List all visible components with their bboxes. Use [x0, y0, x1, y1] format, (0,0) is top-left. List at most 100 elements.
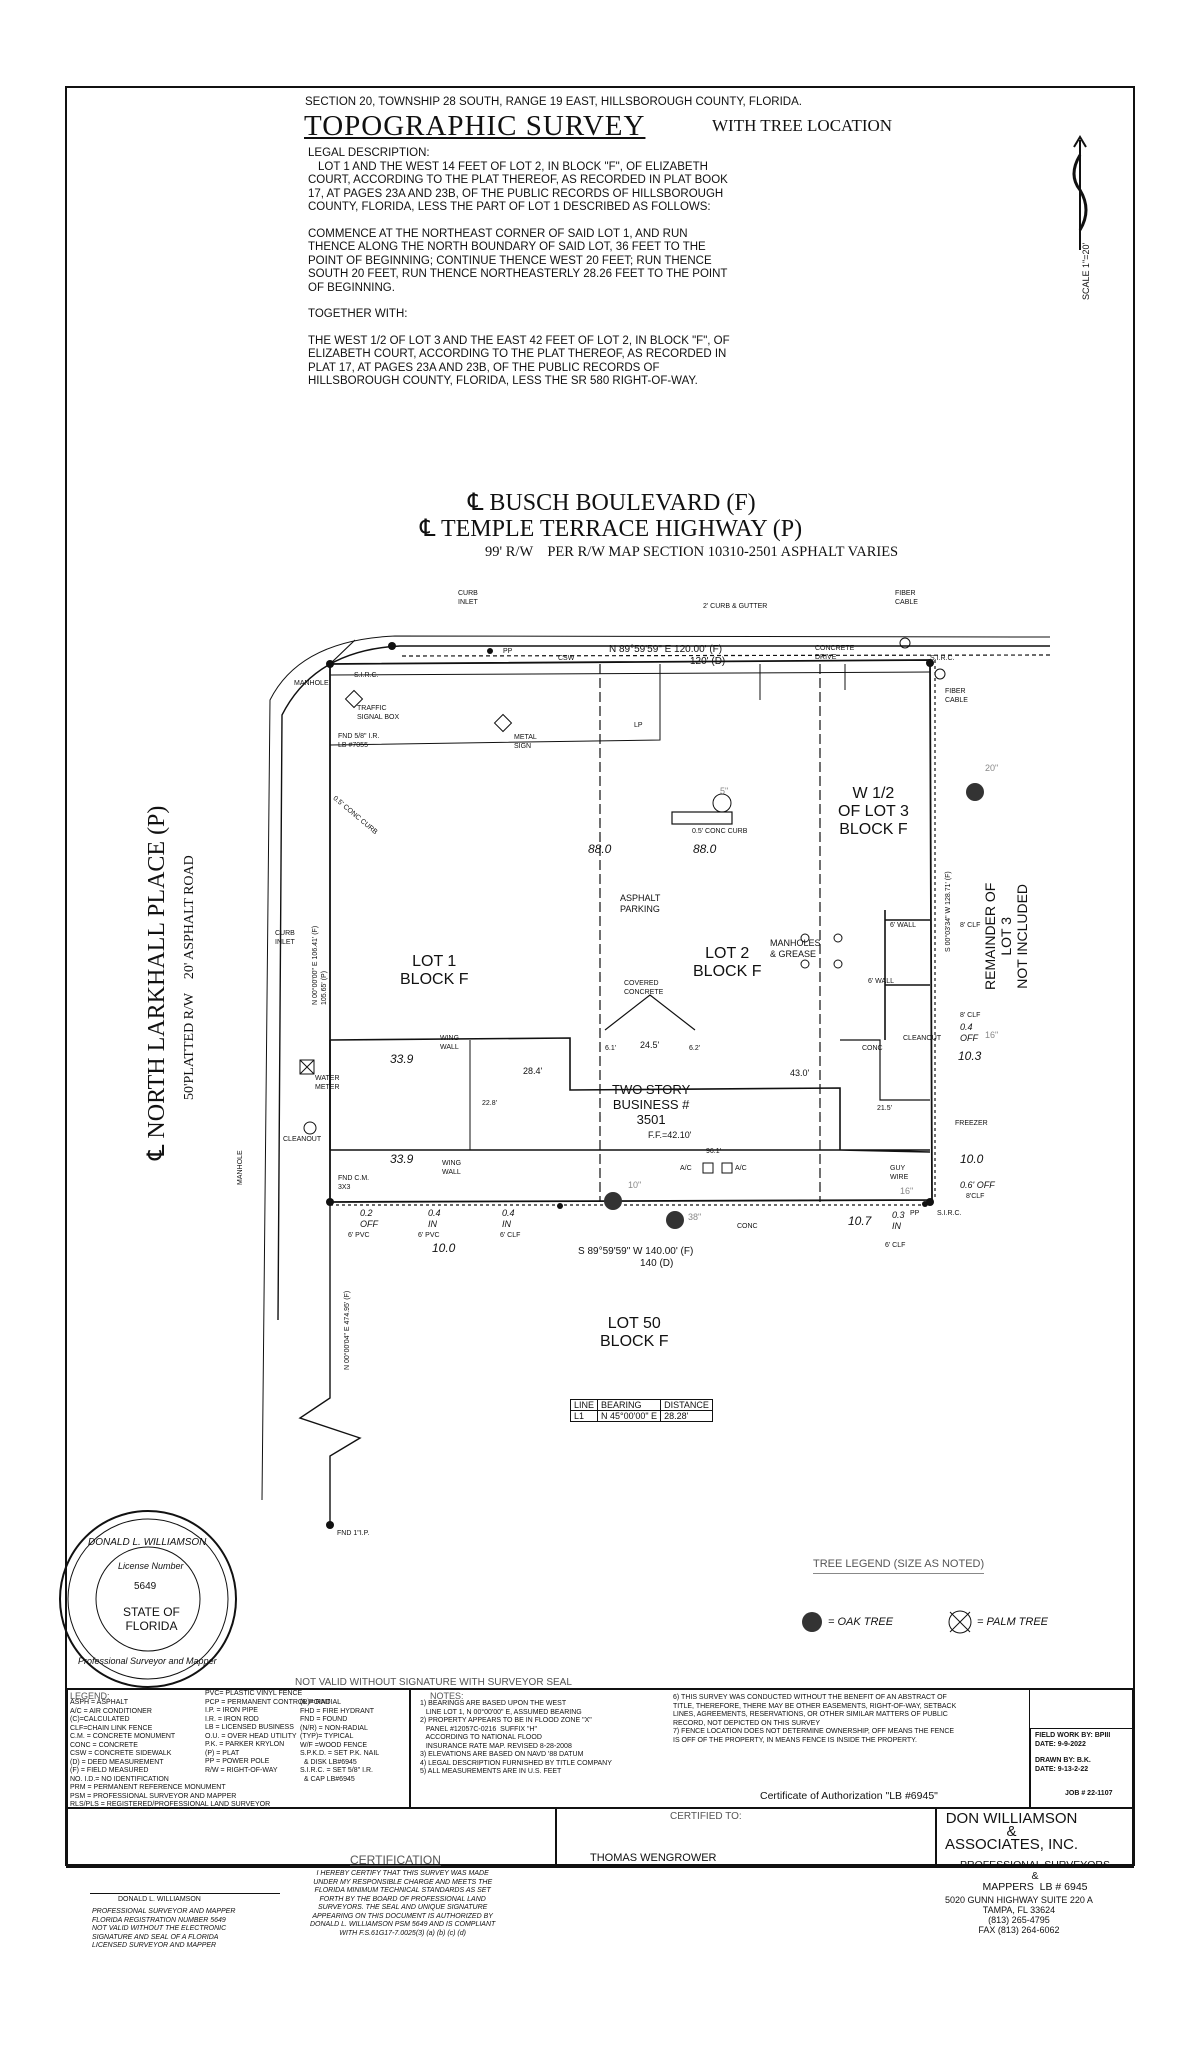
wall-6-a: 6' WALL: [890, 922, 916, 929]
south-bearing: S 89°59'59" W 140.00' (F): [578, 1246, 694, 1257]
surveyor-seal: [59, 1510, 237, 1688]
legend-box: [66, 1688, 410, 1808]
seal-state: STATE OF FLORIDA: [123, 1605, 180, 1633]
sirc-top: S.I.R.C.: [930, 655, 955, 662]
notes-box: [410, 1688, 1030, 1808]
west-bearing-a: N 00°00'00" E 106.41' (F) 105.65' (P): [312, 925, 328, 1005]
clf-8-a: 8' CLF: [960, 922, 981, 929]
certified-to-box: [556, 1808, 936, 1868]
off-04: 0.4 OFF: [960, 1022, 978, 1043]
road-edge: [261, 635, 1051, 1501]
dim-33-9-a: 33.9: [390, 1052, 414, 1066]
line-table-cell-line: L1: [569, 1410, 599, 1422]
dim-88-left: 88.0: [588, 842, 612, 856]
seal-role: Professional Surveyor and Mapper: [78, 1656, 217, 1666]
conc-curb-mid: 0.5' CONC CURB: [692, 828, 748, 835]
wing-wall-a: WING WALL: [440, 1035, 460, 1051]
curb-line: [277, 645, 1050, 1321]
manhole-left: MANHOLE: [237, 1150, 244, 1185]
dim-10-0: 10.0: [960, 1152, 984, 1166]
surveyor-note: PROFESSIONAL SURVEYOR AND MAPPER FLORIDA…: [92, 1908, 236, 1949]
building-outline: [329, 1037, 931, 1153]
company-professional: PROFESSIONAL SURVEYORS & MAPPERS LB # 69…: [960, 1859, 1110, 1893]
dim-96-1: 96.1': [706, 1148, 721, 1155]
dim-10-0-b: 10.0: [432, 1241, 456, 1255]
in-0-4-a: 0.4 IN: [428, 1208, 441, 1229]
csw-label: CSW: [558, 655, 575, 662]
tree-size-20: 20": [985, 763, 999, 773]
seal-number: 5649: [134, 1581, 157, 1592]
seal-license: License Number: [118, 1561, 184, 1571]
lot2-label: LOT 2 BLOCK F: [693, 945, 762, 980]
company-address: 5020 GUNN HIGHWAY SUITE 220 A TAMPA, FL …: [945, 1895, 1093, 1935]
legal-description: LEGAL DESCRIPTION: LOT 1 AND THE WEST 14…: [308, 147, 733, 389]
cleanout-left: CLEANOUT: [283, 1136, 322, 1143]
legal-paragraph-1: LOT 1 AND THE WEST 14 FEET OF LOT 2, IN …: [308, 160, 728, 214]
lp-label: LP: [634, 722, 643, 729]
lot3-label: W 1/2 OF LOT 3 BLOCK F: [838, 785, 909, 838]
tree-size-16a: 16": [985, 1030, 999, 1040]
company-name: DON WILLIAMSON & ASSOCIATES, INC.: [945, 1810, 1079, 1853]
surveyor-name: DONALD L. WILLIAMSON: [118, 1896, 201, 1903]
line-table-cell-bearing: N 45°00'00" E: [597, 1410, 662, 1422]
dim-88-right: 88.0: [693, 842, 717, 856]
covered-concrete: COVERED CONCRETE: [624, 980, 664, 996]
conc-right: CONC: [862, 1045, 883, 1052]
line-table-header-distance: DISTANCE: [660, 1399, 713, 1411]
off-0-6: 0.6' OFF: [960, 1180, 995, 1190]
pp-southeast: PP: [910, 1210, 920, 1217]
north-bearing: N 89°59'59" E 120.00' (F): [609, 644, 723, 655]
seal-name: DONALD L. WILLIAMSON: [88, 1537, 207, 1548]
manholes-grease: MANHOLES & GREASE: [770, 938, 821, 959]
in-0-4-b: 0.4 IN: [502, 1208, 515, 1229]
notes-text-2: 6) THIS SURVEY WAS CONDUCTED WITHOUT THE…: [673, 1694, 957, 1744]
section-line: SECTION 20, TOWNSHIP 28 SOUTH, RANGE 19 …: [305, 96, 802, 108]
notes-text-1: 1) BEARINGS ARE BASED UPON THE WEST LINE…: [420, 1700, 612, 1775]
dim-10-7: 10.7: [848, 1214, 872, 1228]
found-iron-rod: FND 5/8" I.R. LB #7055: [338, 733, 380, 749]
curb-inlet-left: CURB INLET: [275, 930, 295, 946]
pvc-6-a: 6' PVC: [348, 1232, 370, 1239]
road-busch: ℄ BUSCH BOULEVARD (F): [468, 490, 756, 516]
field-work: FIELD WORK BY: BPIII DATE: 9-9-2022: [1035, 1732, 1111, 1748]
oak-tree-icon: [802, 1612, 822, 1632]
legend-col2: PVC= PLASTIC VINYL FENCE PCP = PERMANENT…: [205, 1690, 331, 1774]
remainder-lot3: REMAINDER OF LOT 3 NOT INCLUDED: [982, 882, 1030, 990]
wall-6-b: 6' WALL: [868, 978, 894, 985]
legal-paragraph-2: COMMENCE AT THE NORTHEAST CORNER OF SAID…: [308, 227, 728, 294]
manhole-label: MANHOLE: [294, 680, 329, 687]
wing-wall-b: WING WALL: [442, 1160, 462, 1176]
tree-legend-palm: = PALM TREE: [977, 1616, 1049, 1628]
dim-10-3: 10.3: [958, 1049, 982, 1063]
guy-wire: GUY WIRE: [890, 1165, 909, 1181]
oak-tree-icon: [966, 783, 984, 801]
traffic-signal-box: TRAFFIC SIGNAL BOX: [357, 705, 400, 721]
tree-legend-title: TREE LEGEND (SIZE AS NOTED): [813, 1558, 985, 1574]
clf-6-b: 6' CLF: [885, 1242, 906, 1249]
legend-col1: ASPH = ASPHALT A/C = AIR CONDITIONER (C)…: [70, 1699, 271, 1808]
fiber-cable-right: FIBER CABLE: [945, 688, 968, 704]
dim-24-5: 24.5': [640, 1040, 660, 1050]
job-number: JOB # 22-1107: [1065, 1790, 1113, 1797]
road-temple: ℄ TEMPLE TERRACE HIGHWAY (P): [420, 516, 803, 542]
lot1-label: LOT 1 BLOCK F: [400, 953, 469, 988]
tree-size-38: 38": [688, 1212, 702, 1222]
clf-6-a: 6' CLF: [500, 1232, 521, 1239]
line-table-header-line: LINE: [569, 1399, 599, 1411]
signature-line: [90, 1893, 280, 1894]
fiber-cable-top: FIBER CABLE: [895, 590, 918, 606]
legal-paragraph-3: TOGETHER WITH:: [308, 308, 408, 320]
line-table-header-bearing: BEARING: [597, 1399, 662, 1411]
curb-gutter-label: 2' CURB & GUTTER: [703, 603, 768, 610]
found-concrete-monument: FND C.M. 3X3: [338, 1175, 370, 1191]
ac-a: A/C: [680, 1165, 692, 1172]
ac-b: A/C: [735, 1165, 747, 1172]
job-box: [1030, 1728, 1134, 1808]
road-row-note: 99' R/W PER R/W MAP SECTION 10310-2501 A…: [485, 544, 899, 560]
dim-33-9-b: 33.9: [390, 1152, 414, 1166]
east-bearing: S 00°03'34" W 128.71' (F): [945, 871, 952, 952]
business-label: TWO STORY BUSINESS # 3501: [612, 1082, 691, 1127]
drawn-by: DRAWN BY: B.K. DATE: 9-13-2-22: [1035, 1757, 1091, 1773]
lot50-label: LOT 50 BLOCK F: [600, 1315, 669, 1350]
authorization: Certificate of Authorization "LB #6945": [760, 1790, 938, 1802]
